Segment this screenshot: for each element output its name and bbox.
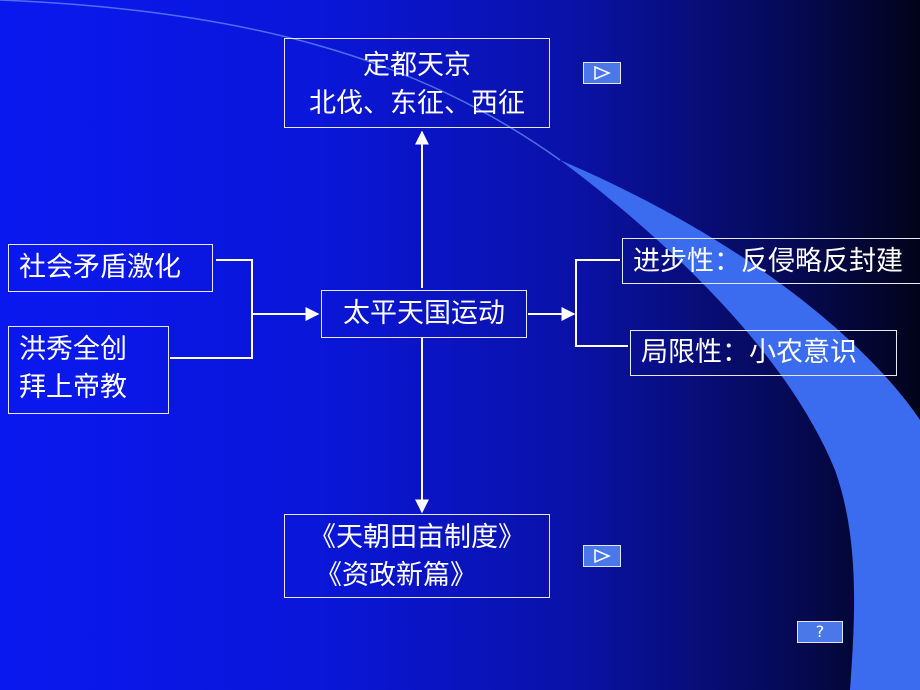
- question-mark-icon: ?: [815, 622, 825, 641]
- play-icon: [594, 549, 611, 563]
- box-right-top-text: 进步性：反侵略反封建: [633, 246, 903, 277]
- box-right-bottom: 局限性：小农意识: [630, 330, 897, 376]
- play-button-bottom[interactable]: [583, 545, 621, 567]
- box-bottom: 《天朝田亩制度》 《资政新篇》: [284, 514, 550, 598]
- play-button-top[interactable]: [583, 62, 621, 84]
- box-right-bottom-text: 局限性：小农意识: [641, 337, 857, 368]
- box-right-top: 进步性：反侵略反封建: [622, 238, 920, 284]
- box-bottom-line2: 《资政新篇》: [315, 560, 477, 591]
- box-center-text: 太平天国运动: [343, 298, 505, 329]
- box-left-bottom: 洪秀全创 拜上帝教: [8, 326, 169, 414]
- box-left-bottom-line2: 拜上帝教: [19, 372, 127, 403]
- play-icon: [594, 66, 611, 80]
- box-left-bottom-line1: 洪秀全创: [19, 334, 127, 365]
- help-button[interactable]: ?: [797, 621, 843, 643]
- box-top: 定都天京 北伐、东征、西征: [284, 38, 550, 128]
- box-top-line1: 定都天京: [363, 50, 471, 81]
- swoosh-edge: [0, 0, 561, 161]
- box-top-line2: 北伐、东征、西征: [309, 88, 525, 119]
- box-bottom-line1: 《天朝田亩制度》: [309, 522, 525, 553]
- box-left-top-text: 社会矛盾激化: [19, 252, 181, 283]
- swoosh-shape: [560, 160, 920, 690]
- box-center: 太平天国运动: [321, 290, 527, 338]
- box-left-top: 社会矛盾激化: [8, 244, 213, 292]
